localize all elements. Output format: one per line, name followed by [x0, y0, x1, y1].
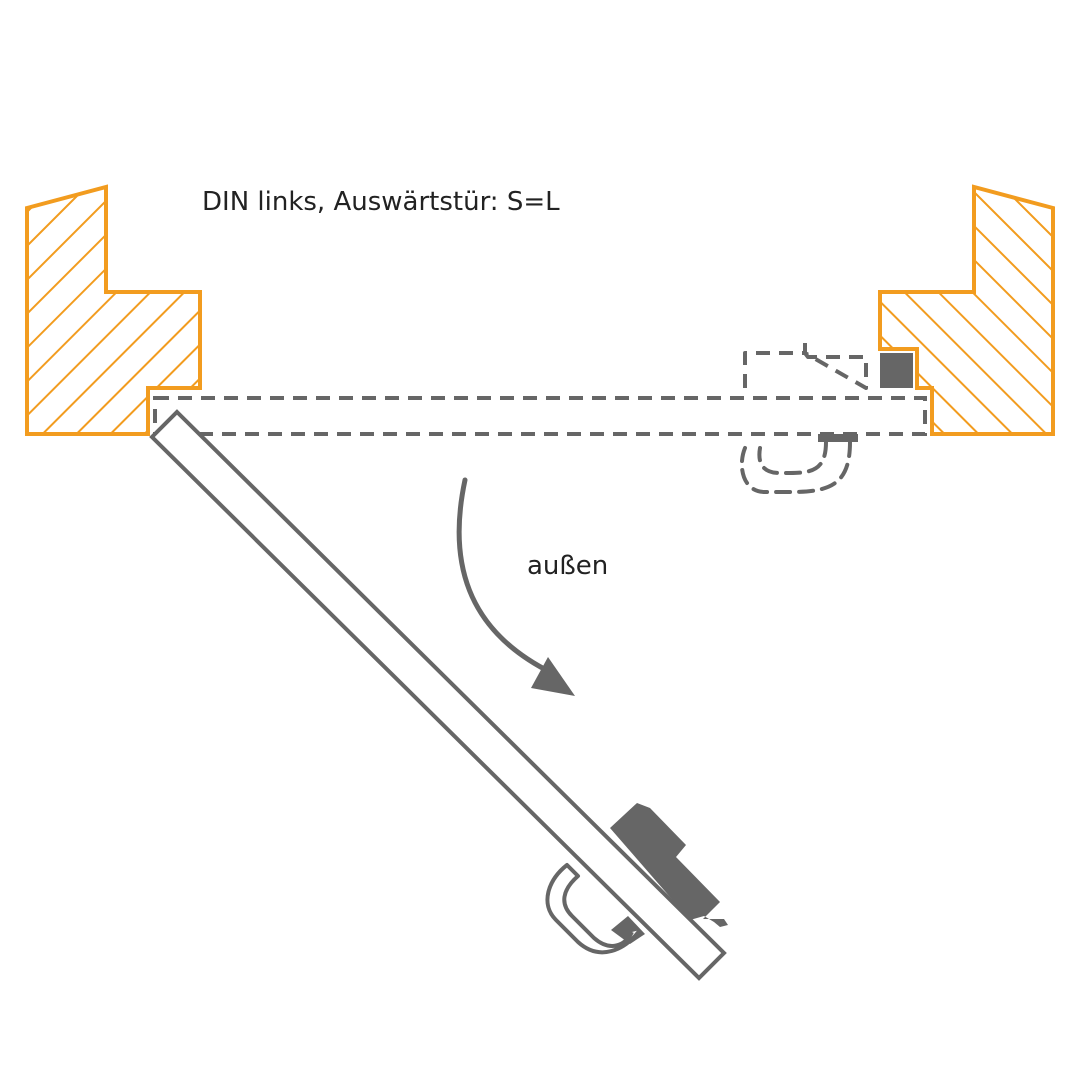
left-wall [25, 184, 202, 436]
closed-lock-outline [743, 343, 868, 390]
open-door-leaf [149, 409, 727, 981]
right-wall [878, 184, 1055, 436]
curved-arrow-icon [456, 477, 575, 696]
diagram-title: DIN links, Auswärtstür: S=L [202, 187, 560, 217]
closed-handle-outline [739, 434, 858, 494]
direction-label: außen [527, 551, 608, 581]
strike-plate [880, 353, 913, 388]
door-handle-icon [545, 863, 645, 955]
closed-door-outline [153, 396, 927, 436]
lock-icon [610, 803, 728, 927]
